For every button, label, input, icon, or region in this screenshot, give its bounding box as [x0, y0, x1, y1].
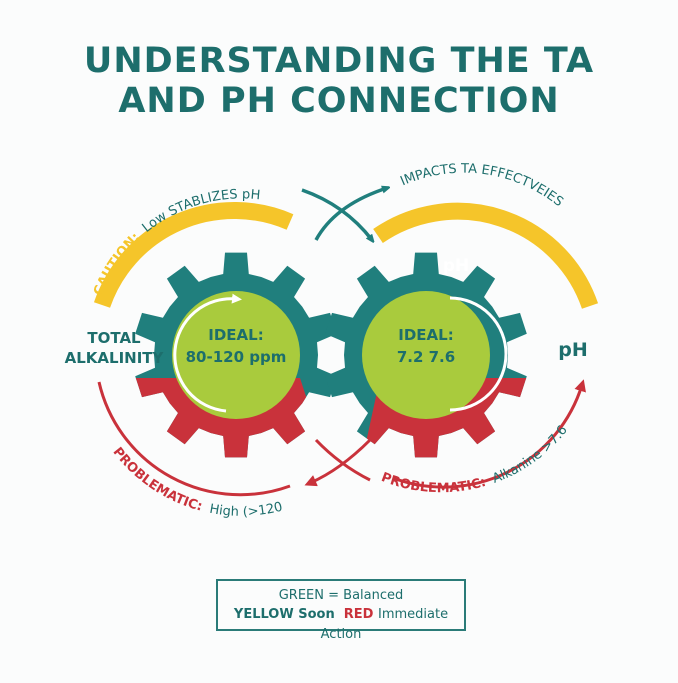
right-gear-red-section: [360, 378, 527, 458]
left-gear-red-section: [135, 378, 330, 458]
right-ideal-label: IDEAL:: [398, 326, 453, 344]
total-alkalinity-label-line2: ALKALINITY: [65, 349, 165, 367]
left-problem-arc-text: PROBLEMATIC: High (>120: [110, 445, 284, 520]
left-ideal-value: 80-120 ppm: [186, 348, 287, 366]
legend-red-label: RED: [343, 607, 374, 622]
left-red-problem-arc: [97, 381, 291, 497]
total-alkalinity-label-line1: TOTAL: [87, 329, 141, 347]
title-line-1: UNDERSTANDING THE TA: [83, 41, 595, 81]
right-red-problem-arc: [392, 379, 586, 489]
left-rotation-arrow-icon: [173, 293, 242, 413]
legend-yellow-label: YELLOW Soon: [233, 607, 335, 622]
left-gear-total-alkalinity: [135, 252, 337, 458]
right-yellow-caution-arc: [373, 202, 599, 309]
right-gear-ph-label: pH: [443, 256, 469, 276]
right-ideal-value: 7.2 7.6: [397, 348, 455, 366]
right-gear-ideal-circle: [362, 291, 490, 419]
teal-arrow-to-impacts: [314, 188, 387, 241]
right-side-ph-label: pH: [558, 339, 588, 361]
right-rotation-arc: [449, 296, 508, 412]
title-line-2: AND PH CONNECTION: [118, 81, 560, 121]
red-cross-line: [314, 438, 371, 482]
legend-green-line: GREEN = Balanced: [278, 588, 404, 603]
color-legend: GREEN = Balanced YELLOW Soon RED Immedia…: [216, 579, 466, 642]
left-yellow-caution-arc: [93, 201, 294, 308]
red-arrow-to-left-problem: [304, 438, 372, 487]
legend-red-desc: Immediate Action: [320, 607, 449, 642]
left-ideal-label: IDEAL:: [208, 326, 263, 344]
impacts-arc-text: IMPACTS TA EFFECTVEIES: [398, 162, 566, 210]
left-gear-ideal-circle: [172, 291, 300, 419]
